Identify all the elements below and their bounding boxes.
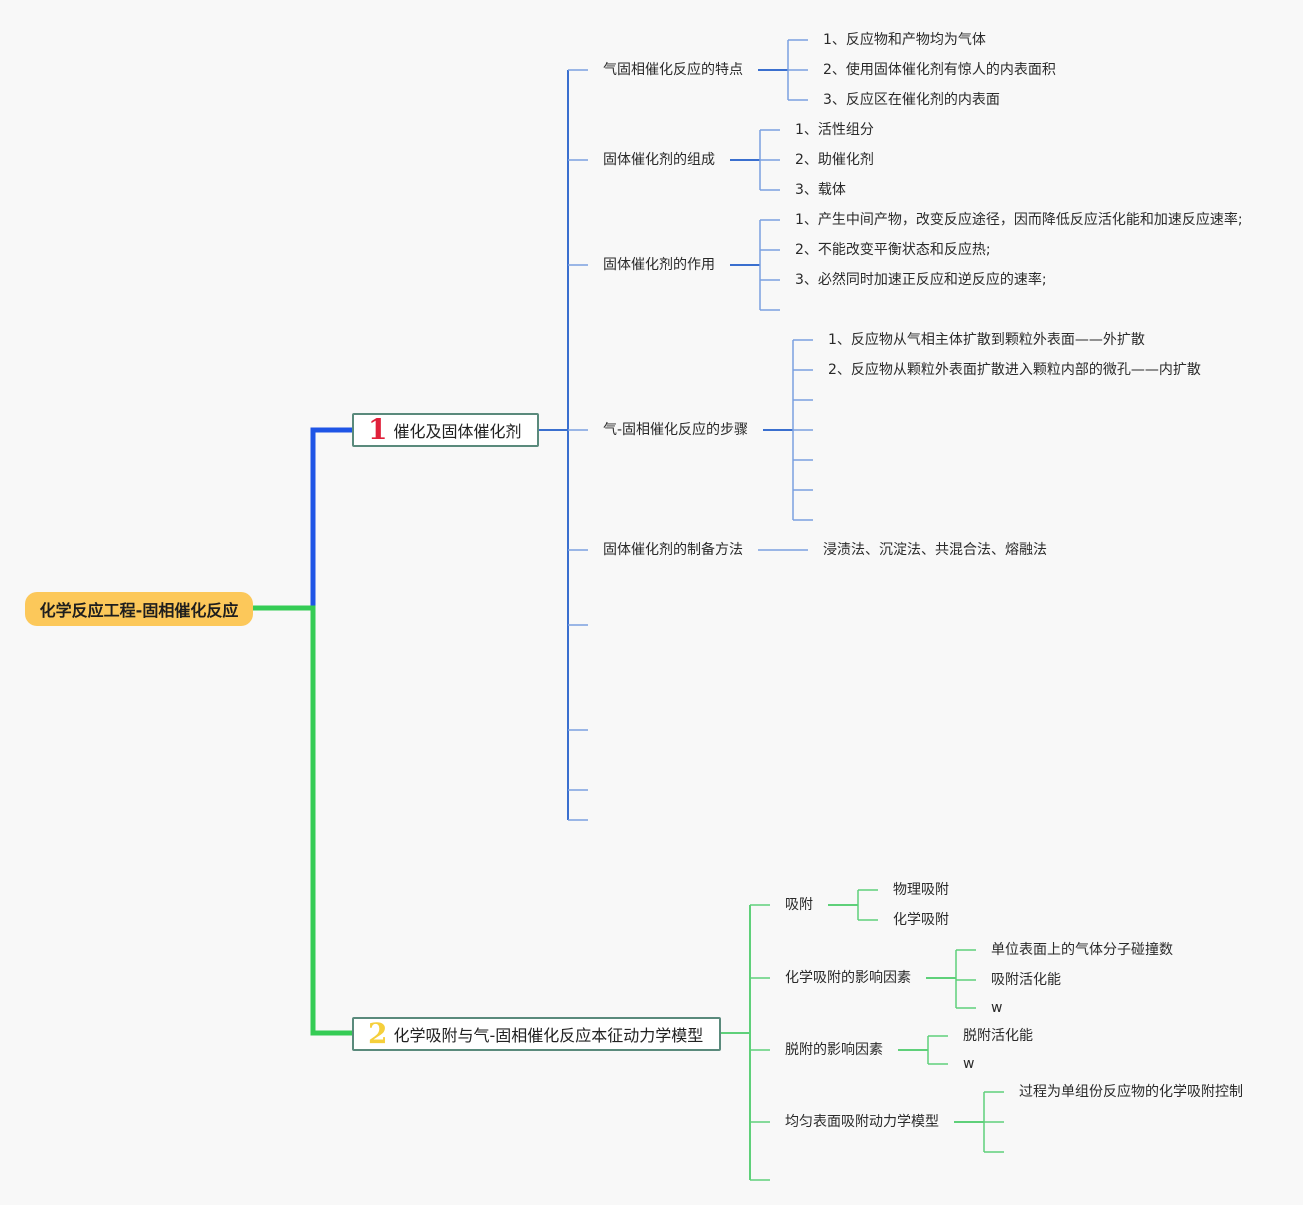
root-label: 化学反应工程-固相催化反应 — [39, 601, 239, 620]
branch-2-topic-2-item-1[interactable]: 单位表面上的气体分子碰撞数 — [991, 942, 1173, 958]
branch-1-topic-1-item-1[interactable]: 1、反应物和产物均为气体 — [823, 32, 986, 48]
branch-2-topic-2-item-3[interactable]: w — [991, 1000, 1003, 1016]
branch-2-topic-1-item-1[interactable]: 物理吸附 — [893, 882, 949, 898]
branch-2-topic-2-item-2[interactable]: 吸附活化能 — [991, 972, 1061, 988]
branch-number-1: 1 — [368, 413, 388, 446]
branch-1-topic-5[interactable]: 固体催化剂的制备方法 — [603, 542, 743, 558]
branch-1-topic-1-item-2[interactable]: 2、使用固体催化剂有惊人的内表面积 — [823, 62, 1056, 78]
branch-1-topic-3-item-1[interactable]: 1、产生中间产物，改变反应途径，因而降低反应活化能和加速反应速率; — [795, 212, 1243, 228]
branch-node-2[interactable]: 2 化学吸附与气-固相催化反应本征动力学模型 — [352, 1017, 721, 1051]
root-to-branch-2-connector — [253, 605, 352, 1036]
root-node[interactable]: 化学反应工程-固相催化反应 — [25, 592, 253, 626]
branch-1-topic-2-item-2[interactable]: 2、助催化剂 — [795, 152, 874, 168]
branch-2-topic-2[interactable]: 化学吸附的影响因素 — [785, 970, 911, 986]
root-to-branch-1-connector — [253, 427, 352, 611]
branch-number-2: 2 — [368, 1017, 388, 1050]
branch-1-topic-4-item-1[interactable]: 1、反应物从气相主体扩散到颗粒外表面——外扩散 — [828, 332, 1145, 348]
branch-2-topic-1-item-2[interactable]: 化学吸附 — [893, 912, 949, 928]
branch-1-topic-3-item-3[interactable]: 3、必然同时加速正反应和逆反应的速率; — [795, 272, 1047, 288]
branch-1-topic-4[interactable]: 气-固相催化反应的步骤 — [603, 422, 749, 438]
branch-1-topic-1[interactable]: 气固相催化反应的特点 — [603, 62, 743, 78]
branch-2-topic-3-item-1[interactable]: 脱附活化能 — [963, 1028, 1033, 1044]
branch-1-topic-4-item-2[interactable]: 2、反应物从颗粒外表面扩散进入颗粒内部的微孔——内扩散 — [828, 362, 1201, 378]
branch-1-topic-1-item-3[interactable]: 3、反应区在催化剂的内表面 — [823, 92, 1000, 108]
branch-1-topic-2-item-1[interactable]: 1、活性组分 — [795, 122, 874, 138]
branch-2-topic-3[interactable]: 脱附的影响因素 — [785, 1042, 883, 1058]
branch-label-1: 催化及固体催化剂 — [393, 422, 522, 441]
branch-2-topic-1[interactable]: 吸附 — [785, 897, 813, 913]
branch-2-topic-3-item-2[interactable]: w — [963, 1056, 975, 1072]
branch-1-topic-3-item-2[interactable]: 2、不能改变平衡状态和反应热; — [795, 242, 991, 258]
branch-1-topic-5-item-1[interactable]: 浸渍法、沉淀法、共混合法、熔融法 — [823, 542, 1047, 558]
branch-1-topic-3[interactable]: 固体催化剂的作用 — [603, 257, 715, 273]
branch-1-topic-2-item-3[interactable]: 3、载体 — [795, 182, 846, 198]
branch-label-2: 化学吸附与气-固相催化反应本征动力学模型 — [393, 1026, 704, 1045]
branch-2-topic-4[interactable]: 均匀表面吸附动力学模型 — [785, 1114, 939, 1130]
branch-2-topic-4-item-1[interactable]: 过程为单组份反应物的化学吸附控制 — [1019, 1084, 1243, 1100]
branch-1-topic-2[interactable]: 固体催化剂的组成 — [603, 152, 715, 168]
branch-node-1[interactable]: 1 催化及固体催化剂 — [352, 413, 539, 447]
